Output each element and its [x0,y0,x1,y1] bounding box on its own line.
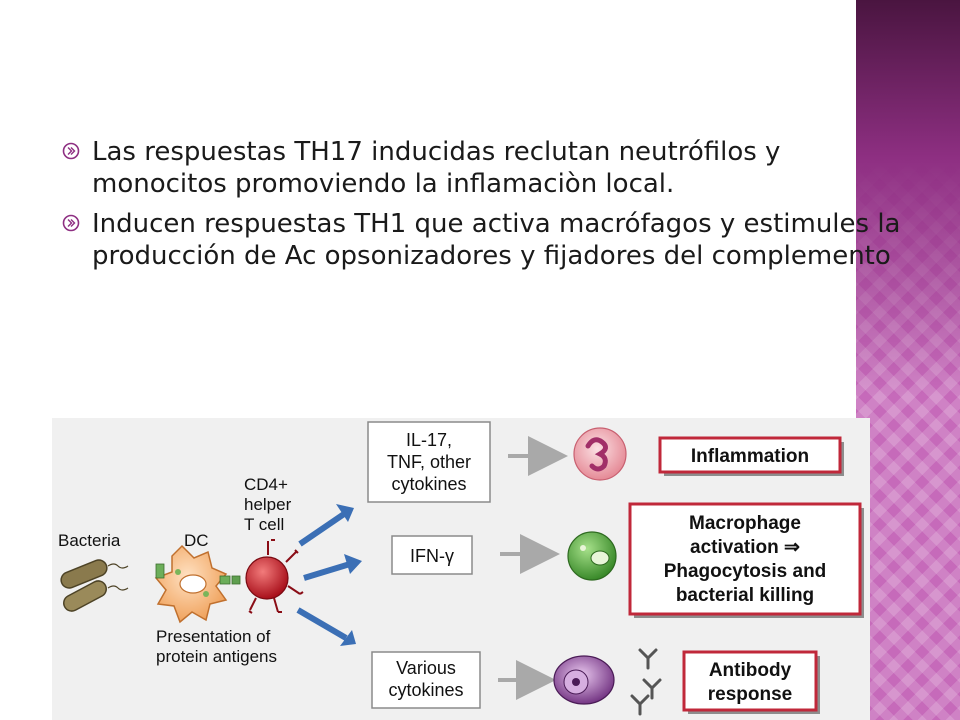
blue-arrow-middle [303,554,362,581]
presentation-label-line1: Presentation of [156,627,271,646]
outcome-macrophage-line1: Macrophage [689,513,801,534]
macrophage-illustration [567,531,617,581]
plasma-cell-illustration [553,655,615,705]
cytokine-il17-line2: TNF, other [387,452,471,472]
outcome-box-antibody [682,650,820,714]
cytokine-box-ifn [391,535,473,575]
bullet-item: Inducen respuestas TH1 que activa macróf… [62,208,922,272]
cytokine-il17-line3: cytokines [391,474,466,494]
blue-arrow-down [296,607,356,646]
outcome-macrophage-line2: activation ⇒ [690,537,800,558]
bullet-list: Las respuestas TH17 inducidas reclutan n… [62,136,922,280]
tcell-label-line1: CD4+ [244,475,288,494]
presentation-label-line2: protein antigens [156,647,277,666]
tcell-label-line2: helper [244,495,292,514]
tcell-label-line3: T cell [244,515,284,534]
bullet-text: Las respuestas TH17 inducidas reclutan n… [92,137,781,199]
decorative-side-band [856,0,960,720]
blue-arrow-up [298,504,354,547]
outcome-antibody-line1: Antibody [709,660,792,681]
cytokine-various-line1: Various [396,658,456,678]
dendritic-cell-illustration [154,544,241,624]
bacteria-label: Bacteria [58,531,121,550]
outcome-inflammation-label: Inflammation [691,446,809,467]
outcome-box-inflammation [658,436,844,476]
bullet-item: Las respuestas TH17 inducidas reclutan n… [62,136,922,200]
antibody-icons [630,648,662,716]
cytokine-box-il17 [367,421,491,503]
cytokine-il17-line1: IL-17, [406,430,452,450]
outcome-macrophage-line4: bacterial killing [676,585,814,606]
bacteria-illustration [60,559,129,612]
cytokine-box-various [371,651,481,709]
bullet-text: Inducen respuestas TH1 que activa macróf… [92,209,901,271]
dc-label: DC [184,531,209,550]
immunology-figure: Bacteria DC CD4+ helper T cell Presentat… [52,418,870,720]
neutrophil-illustration [573,427,627,481]
outcome-box-macrophage [628,502,864,618]
cytokine-ifn-label: IFN-γ [410,546,454,566]
circle-chevron-bullet-icon [62,214,80,232]
outcome-antibody-line2: response [708,684,792,705]
outcome-macrophage-line3: Phagocytosis and [664,561,827,582]
circle-chevron-bullet-icon [62,142,80,160]
cytokine-various-line2: cytokines [388,680,463,700]
t-cell-illustration [245,539,304,614]
